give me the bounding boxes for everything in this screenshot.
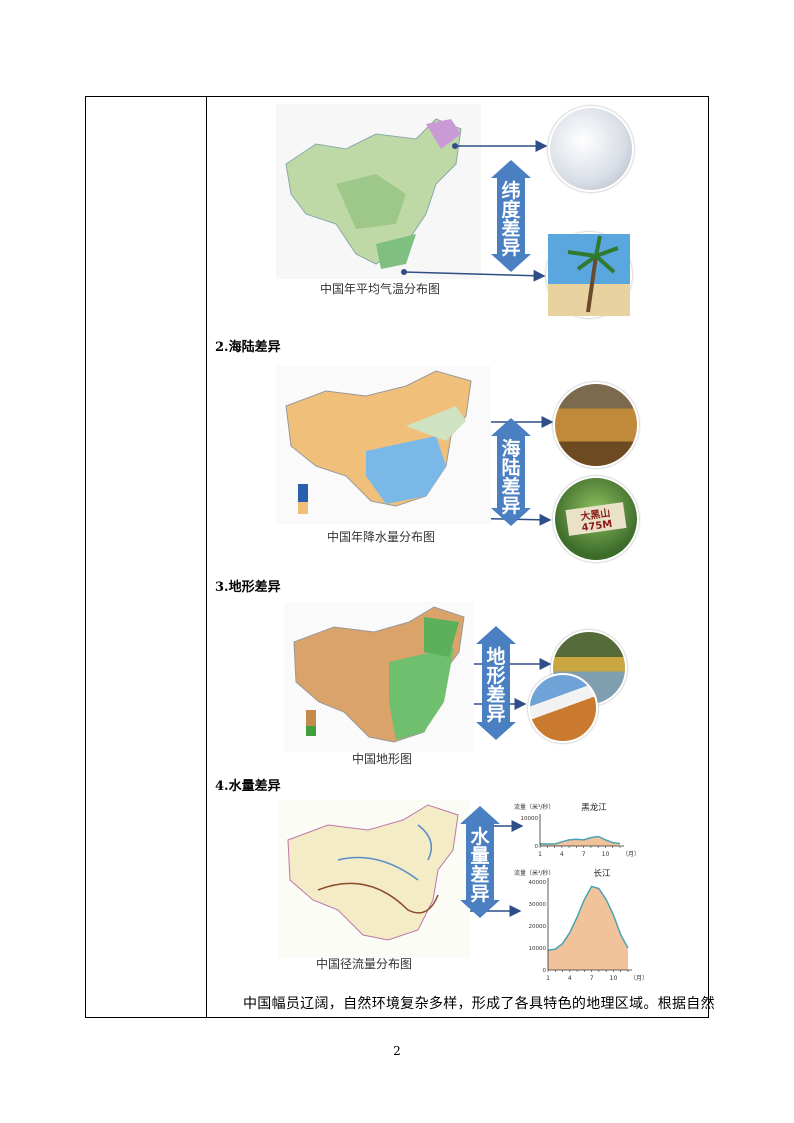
y-tick-label: 0 [535, 844, 539, 850]
map-caption: 中国年平均气温分布图 [320, 282, 441, 296]
palm-photo [546, 232, 632, 318]
arrow-char: 量 [470, 845, 490, 867]
x-unit-label: （月） [622, 851, 640, 858]
y-tick-label: 30000 [529, 902, 547, 908]
arrow-char: 水 [470, 826, 490, 848]
snow-mountain-photo [528, 673, 598, 743]
x-tick-label: 10 [610, 975, 618, 982]
dry-land-photo [553, 382, 639, 468]
table-frame [85, 96, 709, 1018]
arrow-char: 度 [501, 199, 521, 221]
map-caption: 中国径流量分布图 [316, 957, 413, 971]
arrow-char: 地 [486, 646, 506, 668]
arrow-char: 异 [486, 703, 506, 725]
arrow-char: 海 [501, 438, 521, 460]
y-tick-label: 10000 [529, 946, 547, 952]
terrain-map [284, 602, 474, 752]
y-tick-label: 40000 [529, 880, 547, 886]
body-text: 中国幅员辽阔，自然环境复杂多样，形成了各具特色的地理区域。根据自然 [243, 996, 715, 1012]
sea-land-difference-arrow: 海 陆 差 异 [491, 418, 531, 526]
yangtze-flow-chart: 1 4 7 10 （月） 0 10000 20000 30000 40000 流量（米³/秒） 长江 [514, 868, 648, 982]
y-tick-label: 0 [543, 968, 547, 974]
arrow-char: 差 [501, 476, 521, 498]
x-tick-label: 4 [560, 851, 564, 858]
sign-text: 大黑山 475M [565, 502, 627, 536]
section-heading: 2.海陆差异 [215, 340, 281, 355]
x-tick-label: 1 [546, 975, 550, 982]
map-caption: 中国地形图 [352, 752, 413, 766]
runoff-map [278, 800, 470, 958]
x-tick-label: 4 [568, 975, 572, 982]
y-axis-label: 流量（米³/秒） [514, 803, 554, 811]
arrow-char: 异 [501, 237, 521, 259]
x-tick-label: 7 [582, 851, 586, 858]
y-tick-label: 20000 [529, 924, 547, 930]
y-tick-label: 10000 [521, 816, 539, 822]
temperature-map [276, 104, 481, 279]
flow-area [548, 886, 628, 970]
water-difference-arrow: 水 量 差 异 [460, 806, 500, 918]
frost-photo [548, 106, 634, 192]
chart-title: 长江 [593, 868, 611, 879]
arrow-char: 形 [486, 665, 506, 687]
arrow-char: 差 [501, 218, 521, 240]
latitude-difference-arrow: 纬 度 差 异 [491, 160, 531, 272]
x-tick-label: 1 [538, 851, 542, 858]
section-heading: 4.水量差异 [215, 779, 281, 794]
x-unit-label: （月） [630, 975, 648, 982]
map-caption: 中国年降水量分布图 [327, 530, 436, 544]
arrow-char: 异 [470, 883, 490, 905]
page-number: 2 [393, 1044, 401, 1058]
precipitation-map [276, 366, 491, 524]
heilongjiang-flow-chart: 1 4 7 10 （月） 0 10000 流量（米³/秒） 黑龙江 [514, 802, 640, 858]
x-tick-label: 10 [602, 851, 610, 858]
terrain-difference-arrow: 地 形 差 异 [476, 626, 516, 740]
x-tick-label: 7 [590, 975, 594, 982]
arrow-char: 陆 [501, 457, 521, 479]
arrow-char: 异 [501, 495, 521, 517]
chart-title: 黑龙江 [581, 802, 607, 813]
forest-sign-photo: 大黑山 475M [553, 476, 639, 562]
flow-line [539, 835, 621, 845]
arrow-char: 差 [470, 864, 490, 886]
y-axis-label: 流量（米³/秒） [514, 869, 554, 877]
arrow-char: 差 [486, 684, 506, 706]
table-column-divider [206, 96, 207, 1018]
section-heading: 3.地形差异 [215, 580, 281, 595]
flow-line [547, 885, 629, 951]
flow-area [540, 836, 620, 846]
arrow-char: 纬 [501, 180, 521, 202]
